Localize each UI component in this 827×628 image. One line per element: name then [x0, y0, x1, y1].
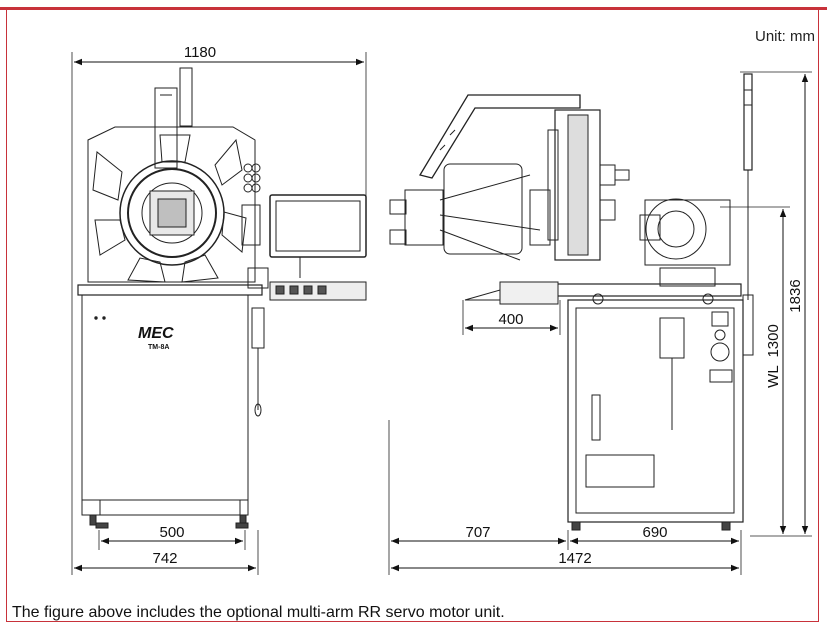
dim-width-742: 742 — [152, 550, 177, 567]
figure-caption: The figure above includes the optional m… — [12, 604, 505, 621]
dim-width-1180: 1180 — [184, 44, 216, 61]
dim-width-500: 500 — [159, 524, 184, 541]
dim-height-1836: 1836 — [787, 279, 804, 312]
top-accent-line — [0, 7, 827, 10]
side-dimensions — [391, 74, 809, 572]
dim-arm-400: 400 — [498, 311, 523, 328]
brand-logo: MEC — [138, 325, 174, 342]
front-view — [71, 52, 367, 575]
model-label: TM-8A — [148, 344, 169, 351]
dim-work-level: WL 1300 — [765, 324, 782, 388]
unit-label: Unit: mm — [755, 28, 815, 45]
figure-frame — [6, 10, 819, 622]
dim-depth-707: 707 — [465, 524, 490, 541]
top-bar — [0, 0, 827, 10]
dim-depth-1472: 1472 — [558, 550, 591, 567]
front-dimensions — [74, 58, 364, 572]
dim-depth-690: 690 — [642, 524, 667, 541]
side-view — [388, 71, 812, 575]
